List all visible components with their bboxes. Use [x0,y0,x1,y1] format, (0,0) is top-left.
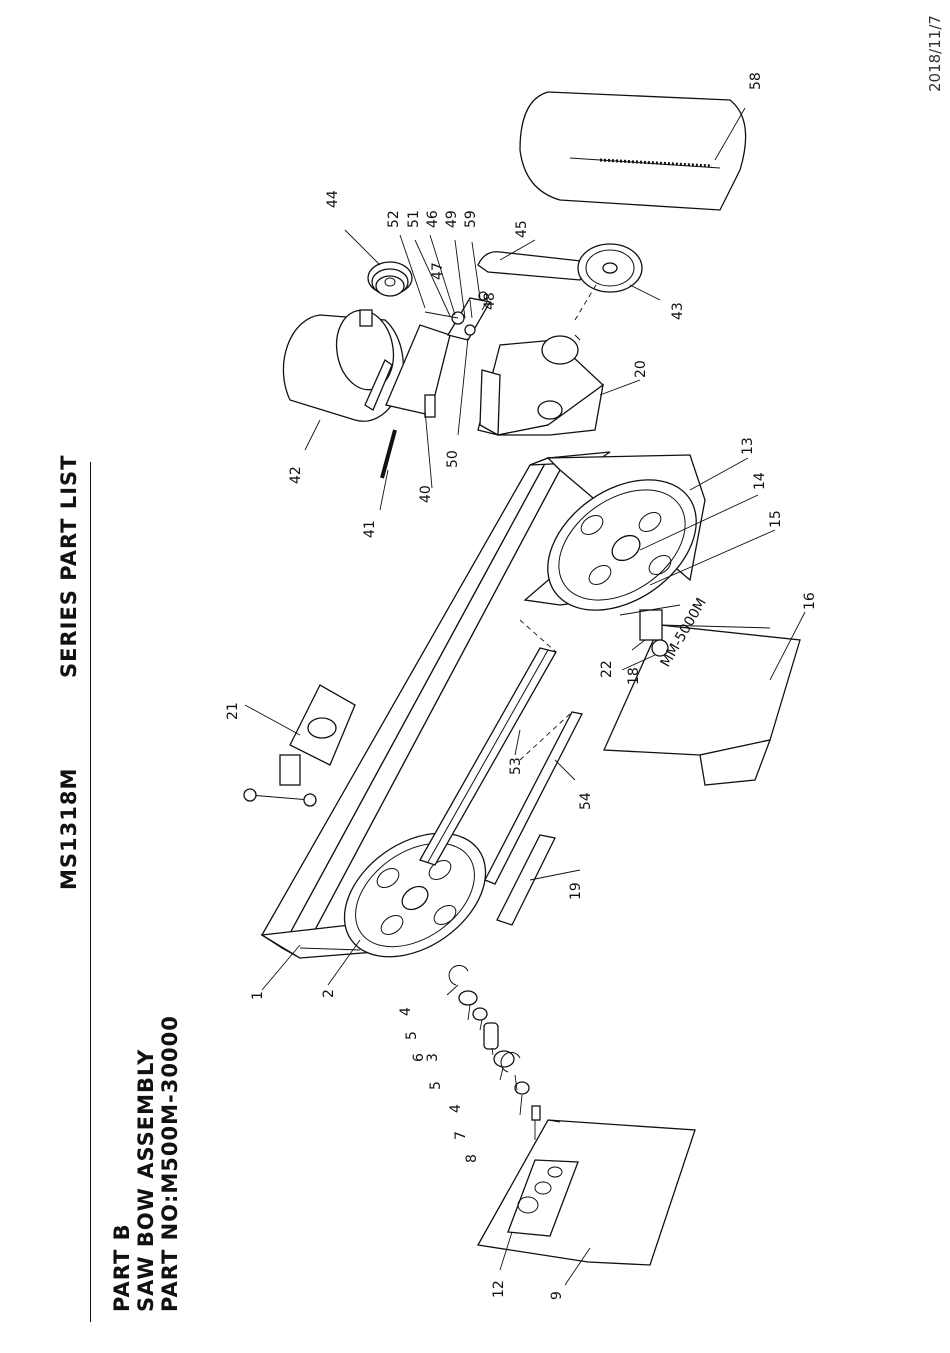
motor-pulley [368,262,412,296]
callout-15: 15 [768,510,784,528]
callout-43: 43 [670,302,686,320]
callout-4: 4 [398,1007,414,1016]
callout-52: 52 [386,210,402,228]
drive-belt [478,252,590,280]
callout-59: 59 [463,210,479,228]
callout-2: 2 [321,989,337,998]
callout-22: 22 [599,660,615,678]
lower-wheel-cover [478,1120,695,1265]
tension-handle [244,685,355,806]
callout-50: 50 [445,450,461,468]
callout-13: 13 [740,437,756,455]
callout-7: 7 [453,1131,469,1140]
pulley-cover [520,92,746,210]
callout-49: 49 [444,210,460,228]
callout-21: 21 [225,702,241,720]
callout-19: 19 [568,882,584,900]
callout-53: 53 [508,757,524,775]
callout-45: 45 [514,220,530,238]
callout-47: 47 [430,262,446,280]
callout-5: 5 [404,1031,420,1040]
shaft-bearing-stack [449,965,540,1120]
callout-18: 18 [626,667,642,685]
callout-42: 42 [288,466,304,484]
callout-44: 44 [325,190,341,208]
callout-6: 6 [411,1053,427,1062]
callout-54: 54 [578,792,594,810]
callout-20: 20 [633,360,649,378]
callout-16: 16 [802,592,818,610]
callout-14: 14 [752,472,768,490]
callout-1: 1 [250,991,266,1000]
callout-46: 46 [425,210,441,228]
callout-41: 41 [362,520,378,538]
callout-40: 40 [418,485,434,503]
callout-51: 51 [406,210,422,228]
callout-48: 48 [482,292,498,310]
callout-3: 3 [425,1053,441,1062]
callout-12: 12 [491,1280,507,1298]
motor [283,306,403,421]
callout-5: 5 [428,1081,444,1090]
callout-8: 8 [464,1154,480,1163]
callout-9: 9 [549,1291,565,1300]
callout-58: 58 [748,72,764,90]
gearbox-pulley [575,244,642,320]
gearbox [478,335,603,435]
callout-4: 4 [448,1104,464,1113]
